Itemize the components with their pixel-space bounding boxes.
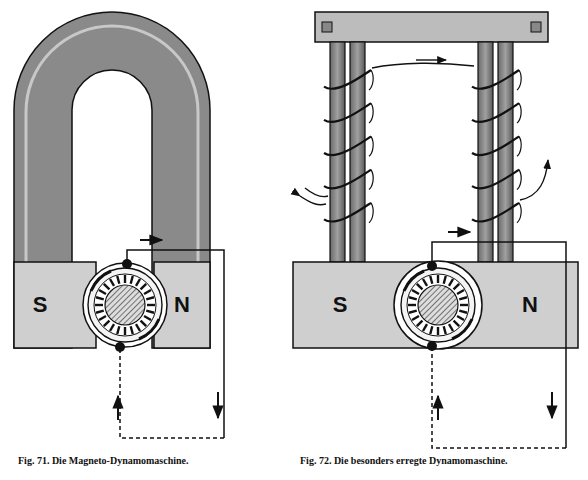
coil-winding [369,136,373,156]
coil-winding [517,203,521,223]
coil-winding [517,70,521,90]
coil-winding [324,203,371,222]
brush [427,261,437,271]
coil-winding [517,136,521,156]
coil-winding [517,170,521,190]
pole-label: N [174,292,190,318]
field-coil [324,70,521,223]
coil-winding [472,170,519,189]
coil-winding [472,103,519,122]
pole-label: S [333,292,348,318]
coil-winding [324,103,371,122]
brush [115,342,125,352]
pole-label: S [33,292,48,318]
brush [122,259,132,269]
armature [88,268,162,342]
external-circuit [432,232,566,448]
field-magnet [293,12,578,349]
coil-winding [517,103,521,123]
coil-winding [324,170,371,189]
horseshoe-magnet [14,12,210,348]
figure-caption: Fig. 71. Die Magneto-Dynamomaschine. [18,455,189,466]
coil-winding [369,170,373,190]
coil-wire [300,60,548,205]
coil-winding [369,70,373,90]
coil-winding [472,70,519,89]
figure-caption: Fig. 72. Die besonders erregte Dynamomas… [300,455,508,466]
coil-winding [324,70,371,89]
brush [427,341,437,351]
coil-winding [472,136,519,155]
coil-winding [472,203,519,222]
coil-winding [369,203,373,223]
armature [401,268,475,342]
coil-winding [324,136,371,155]
coil-winding [369,103,373,123]
pole-label: N [522,292,538,318]
external-circuit [118,240,224,438]
